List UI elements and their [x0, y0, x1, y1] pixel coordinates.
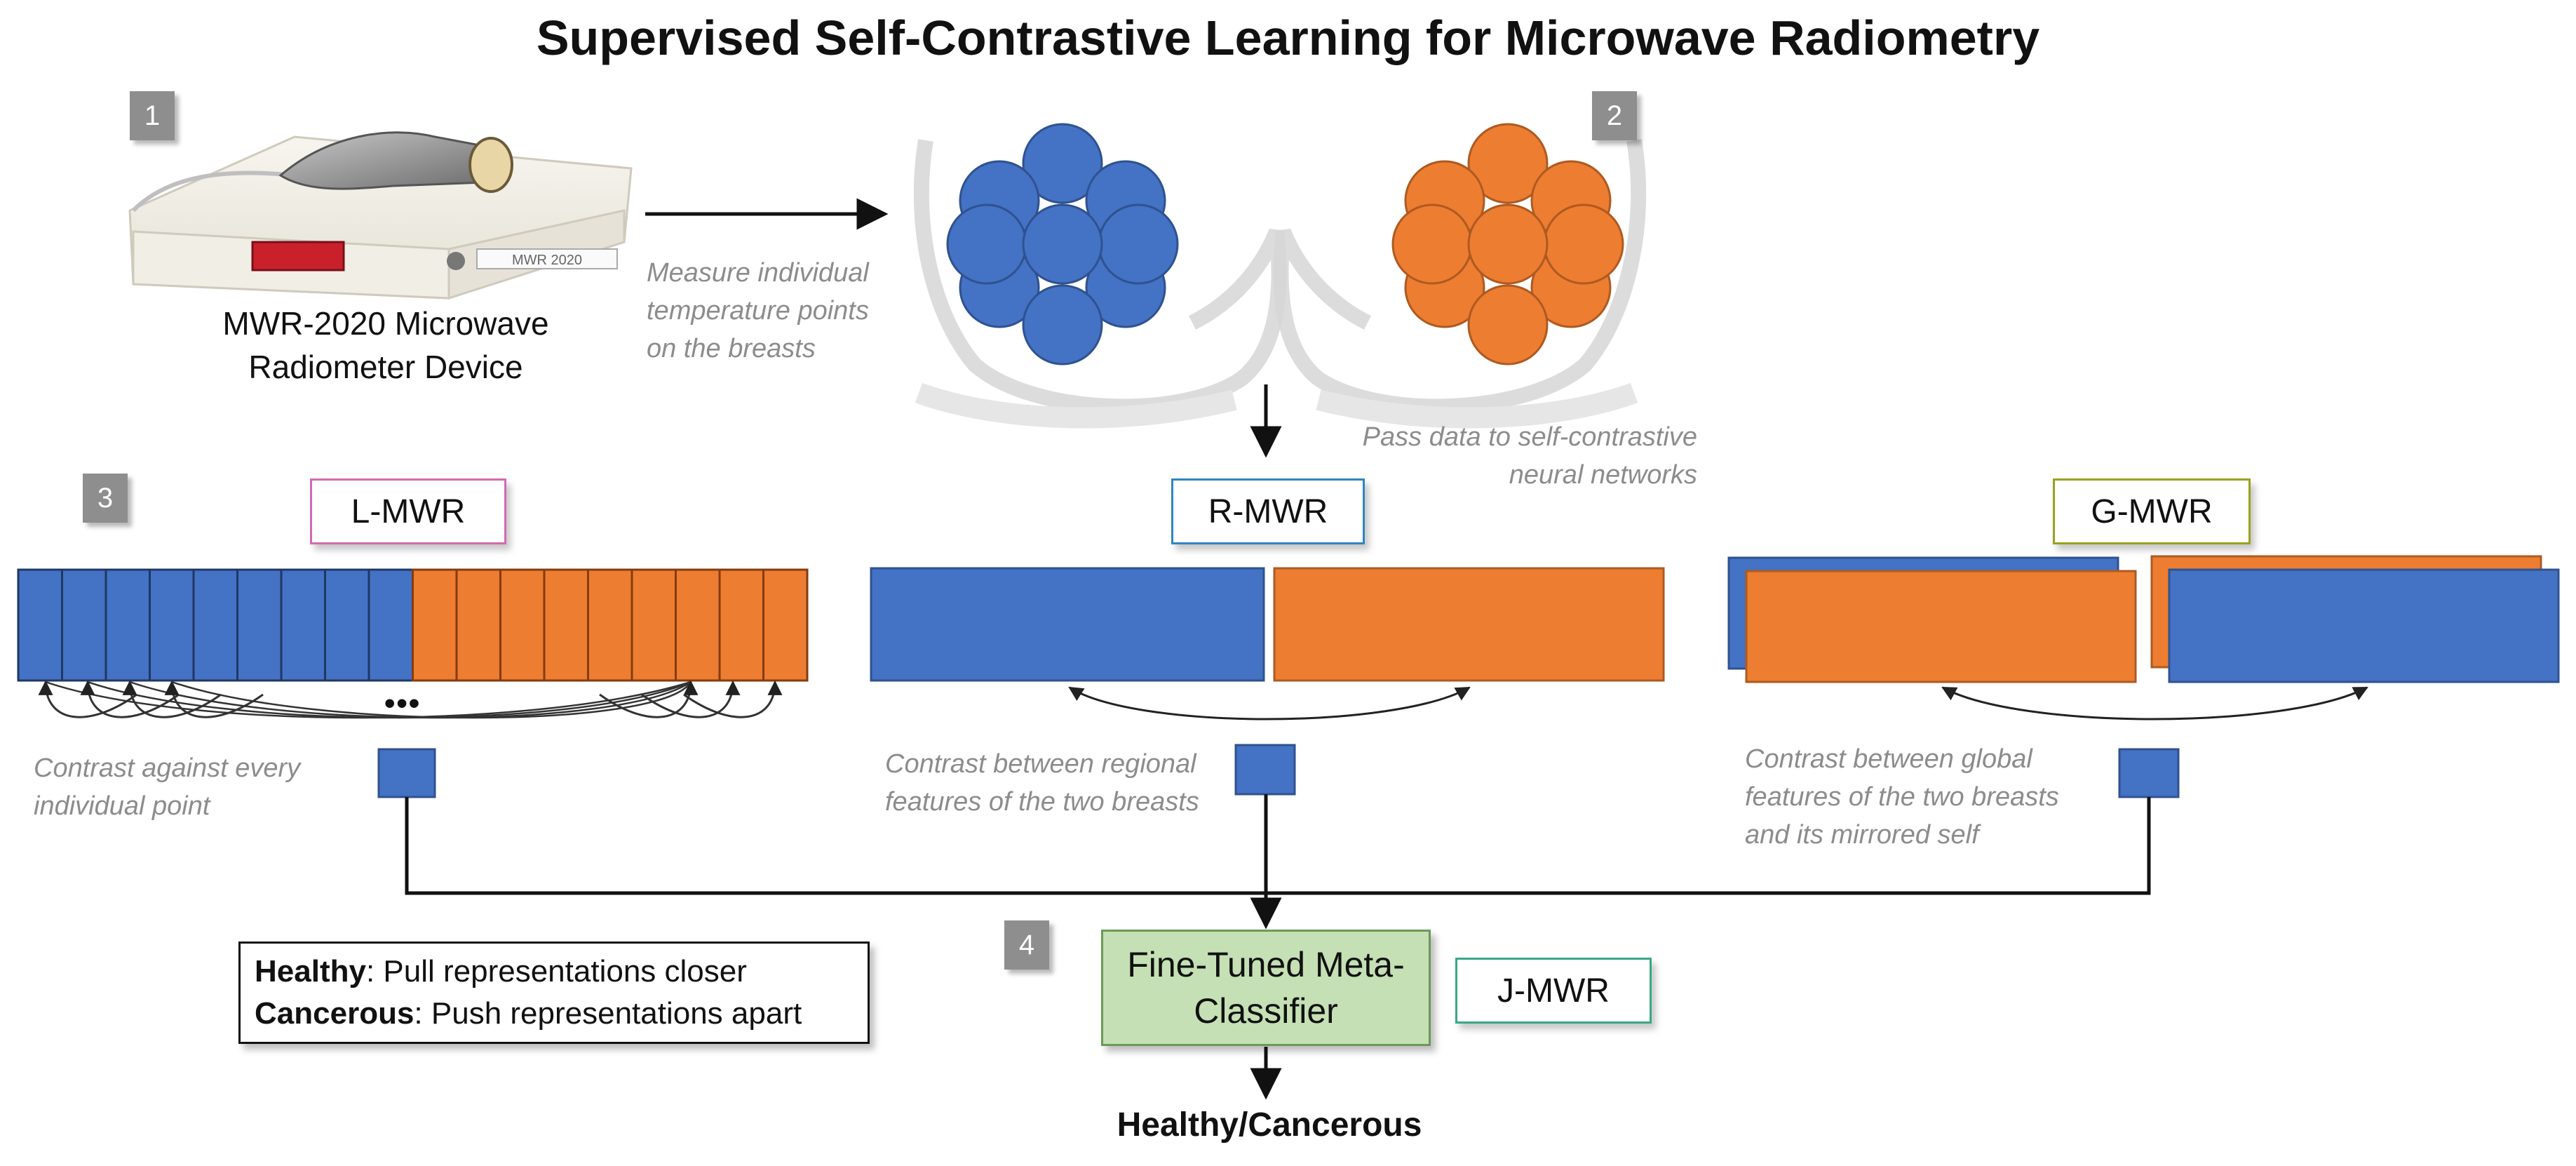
r-mwr-right-block	[1273, 567, 1665, 682]
breast-illustration	[913, 139, 1647, 429]
left-breast-temperature-point	[1022, 284, 1103, 366]
step-2-badge: 2	[1592, 91, 1637, 140]
l-mwr-segment	[367, 568, 414, 682]
r-mwr-label: R-MWR	[1171, 478, 1365, 544]
right-breast-points	[1391, 123, 1624, 366]
l-contrast-note-line-1: Contrast against every	[34, 753, 301, 783]
left-breast-points	[946, 123, 1179, 366]
l-mwr-segment	[61, 568, 107, 682]
l-mwr-contrast-arc	[641, 680, 741, 718]
l-mwr-embedding	[377, 748, 436, 798]
g-mwr-contrast-arc	[1941, 686, 2368, 721]
legend-box: Healthy: Pull representations closer Can…	[238, 941, 870, 1044]
legend-cancerous-text: : Push representations apart	[414, 996, 802, 1031]
step-1-badge: 1	[130, 91, 175, 140]
l-contrast-note: Contrast against every individual point	[34, 749, 398, 825]
l-contrast-note-line-2: individual point	[34, 791, 210, 821]
l-mwr-segment	[104, 568, 151, 682]
measure-note-line-1: Measure individual	[647, 258, 869, 288]
l-mwr-segment	[149, 568, 195, 682]
g-contrast-note-line-3: and its mirrored self	[1745, 820, 1979, 850]
meta-classifier-box: Fine-Tuned Meta- Classifier	[1101, 930, 1431, 1046]
l-mwr-segment	[630, 568, 677, 682]
pass-note-line-1: Pass data to self-contrastive	[1362, 422, 1697, 452]
connector-g-to-meta	[1266, 797, 2151, 895]
g-mwr-embedding	[2118, 748, 2180, 798]
right-breast-temperature-point	[1467, 123, 1549, 204]
l-mwr-segment	[587, 568, 633, 682]
g-mwr-label: G-MWR	[2053, 478, 2251, 544]
connector-l-to-meta	[405, 797, 1266, 895]
l-mwr-label: L-MWR	[310, 478, 506, 544]
diagram-title: Supervised Self-Contrastive Learning for…	[536, 11, 2040, 65]
l-mwr-contrast-arcs	[38, 680, 783, 719]
legend-cancerous-row: Cancerous: Push representations apart	[255, 993, 868, 1035]
l-mwr-segment	[280, 568, 326, 682]
l-mwr-contrast-arc	[80, 680, 180, 718]
meta-classifier-line-1: Fine-Tuned Meta-	[1127, 945, 1405, 984]
legend-cancerous-label: Cancerous	[255, 996, 414, 1031]
l-mwr-segment	[455, 568, 501, 682]
l-mwr-contrast-arc	[599, 680, 699, 718]
g-contrast-note: Contrast between global features of the …	[1745, 740, 2138, 854]
right-breast-temperature-point	[1467, 203, 1549, 285]
measure-note-line-2: temperature points	[647, 296, 869, 326]
right-breast-temperature-point	[1543, 203, 1624, 285]
l-mwr-segment	[412, 568, 458, 682]
legend-healthy-text: : Pull representations closer	[365, 954, 747, 989]
mwr-device-illustration: MWR 2020	[128, 131, 633, 300]
l-mwr-feature-bar	[17, 568, 809, 682]
measure-note-line-3: on the breasts	[647, 334, 816, 363]
l-mwr-contrast-arc	[38, 680, 137, 718]
j-mwr-label: J-MWR	[1455, 958, 1652, 1024]
l-mwr-segment	[192, 568, 238, 682]
l-mwr-contrast-arc	[122, 680, 222, 718]
legend-healthy-label: Healthy	[255, 954, 366, 989]
g-contrast-note-line-2: features of the two breasts	[1745, 782, 2059, 812]
pass-note: Pass data to self-contrastive neural net…	[1311, 418, 1697, 494]
step-4-badge: 4	[1004, 920, 1049, 970]
right-breast-temperature-point	[1391, 203, 1473, 285]
l-mwr-segment	[675, 568, 721, 682]
g-mwr-front-orange	[1745, 570, 2137, 683]
r-contrast-note-line-1: Contrast between regional	[885, 749, 1196, 779]
r-contrast-note-line-2: features of the two breasts	[885, 787, 1199, 817]
r-contrast-note: Contrast between regional features of th…	[885, 745, 1250, 821]
l-mwr-contrast-arc	[171, 681, 692, 719]
device-label-line-2: Radiometer Device	[248, 349, 523, 385]
r-mwr-contrast-arc	[1068, 686, 1471, 721]
l-mwr-ellipsis: •••	[384, 686, 422, 721]
l-mwr-segment	[324, 568, 370, 682]
r-mwr-left-block	[870, 567, 1265, 682]
r-mwr-embedding	[1234, 744, 1296, 796]
l-mwr-segment	[499, 568, 546, 682]
step-3-badge: 3	[83, 474, 128, 523]
pass-note-line-2: neural networks	[1509, 460, 1697, 490]
device-label: MWR-2020 Microwave Radiometer Device	[175, 302, 596, 389]
left-breast-temperature-point	[1022, 123, 1103, 204]
device-screen-text: MWR 2020	[512, 253, 582, 268]
device-label-line-1: MWR-2020 Microwave	[222, 305, 549, 342]
g-mwr-front-blue	[2168, 568, 2560, 683]
g-contrast-note-line-1: Contrast between global	[1745, 744, 2032, 774]
output-label: Healthy/Cancerous	[1117, 1106, 1422, 1144]
meta-classifier-line-2: Classifier	[1194, 991, 1338, 1031]
l-mwr-segment	[718, 568, 764, 682]
l-mwr-segment	[543, 568, 589, 682]
l-mwr-segment	[17, 568, 63, 682]
l-mwr-contrast-arc	[164, 680, 264, 718]
measure-note: Measure individual temperature points on…	[647, 254, 927, 368]
l-mwr-contrast-arc	[683, 680, 783, 718]
right-breast-temperature-point	[1467, 284, 1549, 366]
left-breast-temperature-point	[1098, 203, 1179, 285]
legend-healthy-row: Healthy: Pull representations closer	[255, 951, 868, 993]
left-breast-temperature-point	[946, 203, 1027, 285]
left-breast-temperature-point	[1022, 203, 1103, 285]
l-mwr-segment	[236, 568, 283, 682]
l-mwr-segment	[762, 568, 809, 682]
